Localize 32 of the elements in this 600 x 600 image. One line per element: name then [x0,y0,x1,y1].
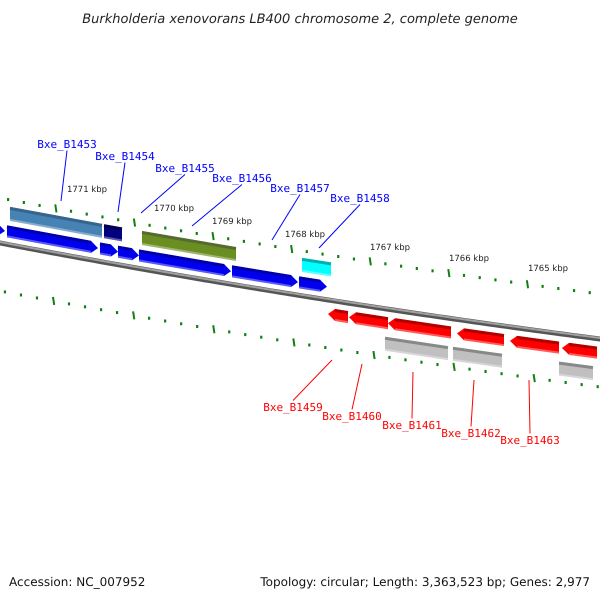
leader-line [60,150,68,202]
gene-label: Bxe_B1463 [500,434,560,446]
leader-line [352,364,362,410]
leader-line [412,372,414,419]
position-label: 1768 kbp [284,230,326,240]
position-label: 1767 kbp [370,243,410,253]
position-label: 1771 kbp [66,185,108,195]
gene-label: Bxe_B1460 [322,410,382,422]
gene-label: Bxe_B1457 [270,182,330,194]
leader-line [528,380,530,434]
leader-line [192,184,242,226]
accession-text: Accession: NC_007952 [9,574,146,591]
gene-label: Bxe_B1462 [441,426,501,440]
leader-line [272,194,300,240]
leader-line [470,380,474,427]
leader-line [118,162,126,212]
leader-line [140,174,186,214]
position-label: 1769 kbp [212,217,252,227]
gene-label: Bxe_B1458 [330,192,390,204]
gene-label: Bxe_B1459 [263,400,323,414]
position-label: 1770 kbp [154,204,194,214]
position-label: 1765 kbp [528,264,568,274]
leader-line [292,360,332,401]
position-label: 1766 kbp [448,254,490,264]
gene-label: Bxe_B1461 [382,418,442,432]
leader-line [318,204,360,248]
diagram-title: Burkholderia xenovorans LB400 chromosome 2, complete genome [81,11,519,29]
gene-label: Bxe_B1454 [95,150,155,162]
gene-label: Bxe_B1456 [212,172,272,184]
gene-label: Bxe_B1455 [155,162,215,174]
genome-info-text: Topology: circular; Length: 3,363,523 bp; Genes: 2,977 [260,574,590,591]
gene-label: Bxe_B1453 [37,138,97,150]
